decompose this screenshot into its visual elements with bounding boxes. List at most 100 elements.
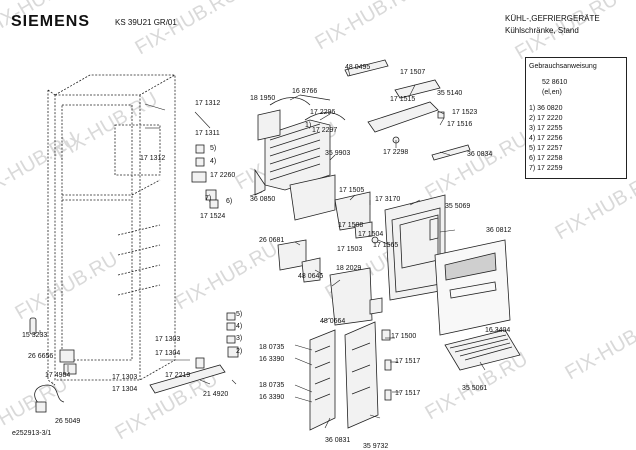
part-number-label: 15 3233 bbox=[22, 332, 48, 339]
part-number-label: 17 1505 bbox=[339, 187, 365, 194]
hinge-parts-lower bbox=[226, 312, 239, 358]
part-number-label: 36 0834 bbox=[467, 151, 493, 158]
part-number-label: 36 0831 bbox=[325, 437, 351, 444]
part-number-label: 18 2029 bbox=[336, 265, 362, 272]
part-number-label: 17 1523 bbox=[452, 109, 478, 116]
part-number-label: 35 9903 bbox=[325, 150, 351, 157]
part-number-label: 17 1312 bbox=[140, 155, 166, 162]
part-number-label: 17 1311 bbox=[195, 130, 220, 137]
left-small-parts bbox=[29, 317, 77, 413]
part-number-label: 17 2296 bbox=[310, 109, 336, 116]
manual-doc-lang: (el,en) bbox=[542, 89, 562, 96]
part-number-label: 17 1504 bbox=[358, 231, 384, 238]
svg-text:FIX-HUB.RU: FIX-HUB.RU bbox=[422, 128, 532, 204]
part-number-label: 18 0735 bbox=[259, 382, 285, 389]
part-number-label: 18 1950 bbox=[250, 95, 276, 102]
manual-item: 5) 17 2257 bbox=[529, 145, 563, 152]
part-number-label: 21 4920 bbox=[203, 391, 229, 398]
part-number-label: 35 9732 bbox=[363, 443, 389, 450]
part-number-label: 26 6656 bbox=[28, 353, 54, 360]
part-number-label: 36 0812 bbox=[486, 227, 512, 234]
part-number-label: 26 0681 bbox=[259, 237, 285, 244]
fridge-cabinet bbox=[47, 74, 176, 386]
part-number-label: 18 0735 bbox=[259, 344, 285, 351]
manual-item: 7) 17 2259 bbox=[529, 165, 563, 172]
svg-text:FIX-HUB.RU: FIX-HUB.RU bbox=[12, 248, 122, 324]
part-number-label: 16 3390 bbox=[259, 356, 285, 363]
manual-item: 1) 36 0820 bbox=[529, 105, 563, 112]
manual-reference-box: Gebrauchsanweisung 52 8610 (el,en) 1) 36… bbox=[525, 57, 627, 179]
category-line-2: Kühlschränke, Stand bbox=[505, 26, 579, 35]
door-handle bbox=[149, 357, 226, 394]
part-number-label: 17 1517 bbox=[395, 358, 421, 365]
thermostat-box bbox=[277, 239, 383, 326]
part-number-label: 17 1503 bbox=[337, 246, 363, 253]
part-number-label: 35 5061 bbox=[462, 385, 488, 392]
part-number-label: 17 2297 bbox=[312, 127, 338, 134]
part-number-label: 48 0645 bbox=[298, 273, 324, 280]
front-panel bbox=[434, 239, 511, 336]
lamp-housing bbox=[344, 59, 471, 161]
model-number: KS 39U21 GR/01 bbox=[115, 18, 177, 27]
category-line-1: KÜHL-,GEFRIERGERÄTE bbox=[505, 14, 600, 23]
part-number-label: 16 3390 bbox=[259, 394, 285, 401]
part-number-label: 35 5069 bbox=[445, 203, 471, 210]
part-number-label: 17 4984 bbox=[45, 372, 71, 379]
svg-text:FIX-HUB.RU: FIX-HUB.RU bbox=[562, 308, 636, 384]
part-number-label: 6) bbox=[226, 198, 233, 205]
part-number-label: 35 5140 bbox=[437, 90, 463, 97]
door-shelves bbox=[309, 321, 392, 431]
part-number-label: 17 1515 bbox=[390, 96, 416, 103]
cable-loops bbox=[269, 97, 346, 121]
part-number-label: 17 2260 bbox=[210, 172, 236, 179]
control-module bbox=[289, 174, 379, 244]
part-number-label: 17 1303 bbox=[155, 336, 181, 343]
part-number-label: 4) bbox=[236, 323, 243, 330]
part-number-label: 17 1304 bbox=[155, 350, 181, 357]
svg-text:FIX-HUB.RU: FIX-HUB.RU bbox=[132, 0, 242, 59]
hinge-parts-upper bbox=[191, 144, 219, 209]
part-number-label: 17 1524 bbox=[200, 213, 226, 220]
part-number-label: 48 0664 bbox=[320, 318, 346, 325]
bottom-tray bbox=[444, 329, 521, 371]
svg-text:FIX-HUB.RU: FIX-HUB.RU bbox=[552, 168, 636, 244]
part-number-label: 17 1507 bbox=[400, 69, 426, 76]
part-number-label: 17 2298 bbox=[383, 149, 409, 156]
part-number-label: 17 1516 bbox=[447, 121, 473, 128]
part-number-label: 26 5049 bbox=[55, 418, 81, 425]
part-number-label: 17 1304 bbox=[112, 386, 138, 393]
part-number-label: 17 1500 bbox=[391, 333, 417, 340]
manual-item: 4) 17 2256 bbox=[529, 135, 563, 142]
part-number-label: 17 1508 bbox=[338, 222, 364, 229]
svg-text:FIX-HUB.RU: FIX-HUB.RU bbox=[172, 238, 282, 314]
brand-logo: SIEMENS bbox=[11, 13, 91, 30]
diagram-code: e252913-3/1 bbox=[12, 430, 52, 437]
manual-item: 6) 17 2258 bbox=[529, 155, 563, 162]
part-number-label: 17 1303 bbox=[112, 374, 138, 381]
part-number-label: 5) bbox=[210, 145, 217, 152]
part-number-label: 48 0495 bbox=[345, 64, 371, 71]
part-number-label: 17 1565 bbox=[373, 242, 399, 249]
manual-heading: Gebrauchsanweisung bbox=[529, 63, 597, 70]
part-number-label: 17 1517 bbox=[395, 390, 421, 397]
part-number-label: 1) bbox=[305, 122, 312, 129]
part-number-label: 4) bbox=[210, 158, 217, 165]
part-number-label: 17 2219 bbox=[165, 372, 191, 379]
part-number-label: 7) bbox=[205, 195, 212, 202]
part-number-label: 17 1312 bbox=[195, 100, 221, 107]
manual-doc-number: 52 8610 bbox=[542, 79, 568, 86]
part-number-label: 3) bbox=[236, 335, 243, 342]
evaporator bbox=[254, 94, 331, 196]
svg-text:FIX-HUB.RU: FIX-HUB.RU bbox=[312, 0, 422, 54]
manual-item: 3) 17 2255 bbox=[529, 125, 563, 132]
manual-item: 2) 17 2220 bbox=[529, 115, 563, 122]
part-number-label: 36 0850 bbox=[250, 196, 276, 203]
part-number-label: 2) bbox=[236, 348, 243, 355]
control-panel-frame bbox=[384, 194, 446, 301]
part-number-label: 16 8766 bbox=[292, 88, 318, 95]
leader-lines bbox=[39, 67, 503, 429]
part-number-label: 5) bbox=[236, 311, 243, 318]
svg-text:FIX-HUB.RU: FIX-HUB.RU bbox=[52, 88, 162, 164]
part-number-label: 16 3404 bbox=[485, 327, 511, 334]
